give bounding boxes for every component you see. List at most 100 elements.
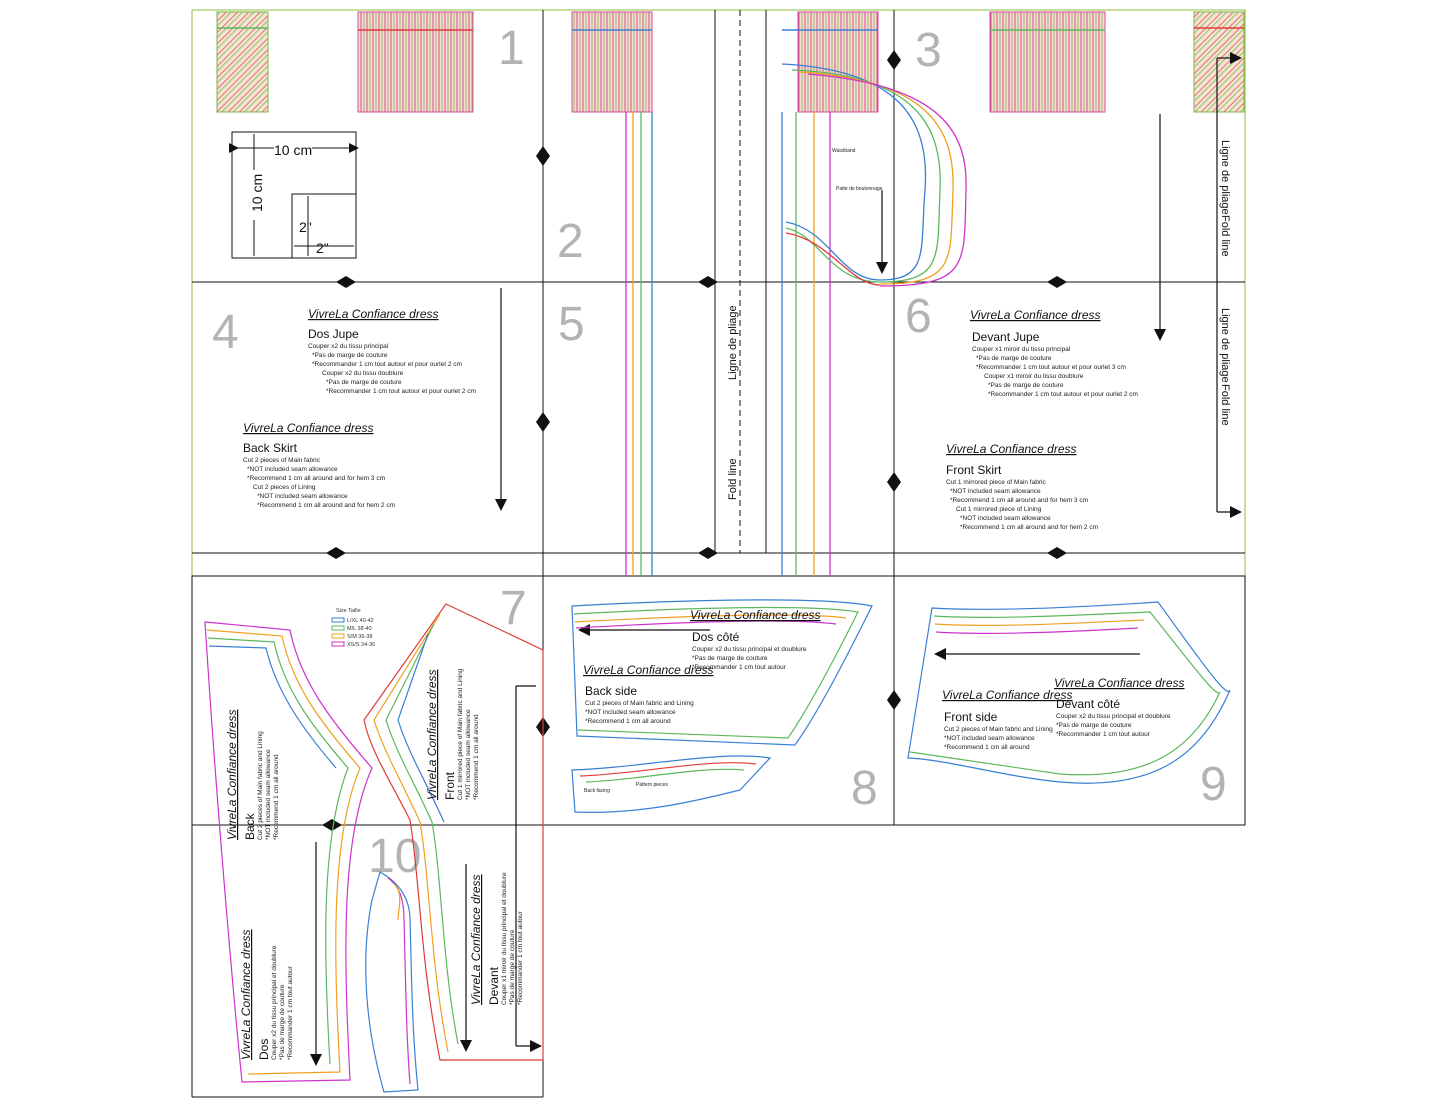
size-legend-entry-4: XS/S 34-36 [347,642,375,648]
front-side-line-2: *NOT included seam allowance [944,735,1035,742]
alignment-diamonds [322,50,1067,831]
devant-title: Devant [487,966,501,1005]
label-devant-jupe: VivreLa Confiance dress Devant Jupe Coup… [970,308,1138,398]
front-brand: VivreLa Confiance dress [425,669,439,800]
back-brand: VivreLa Confiance dress [225,709,239,840]
front-side-title: Front side [944,710,998,724]
devant-jupe-brand: VivreLa Confiance dress [970,308,1101,322]
front-bodice-piece [363,603,544,1061]
front-skirt-line-5: *NOT included seam allowance [960,515,1051,522]
fold-label-fr-center: Ligne de pliage [727,305,739,380]
front-side-piece [907,601,1231,784]
dos-line-3: *Recommander 1 cm tout autour [287,965,294,1060]
back-skirt-line-1: Cut 2 pieces of Main fabric [243,457,321,464]
back-skirt-line-6: *Recommend 1 cm all around and for hem 2… [257,502,395,509]
scale-cm-vertical-label: 10 cm [249,174,265,212]
front-skirt-line-3: *Recommend 1 cm all around and for hem 3… [950,497,1088,504]
front-line-3: *Recommend 1 cm all around [473,714,480,800]
dos-jupe-title: Dos Jupe [308,327,359,341]
front-line-1: Cut 1 mirrored piece of Main fabric and … [457,668,464,800]
back-skirt-line-4: Cut 2 pieces of Lining [253,484,316,491]
dos-cote-line-1: Couper x2 du tissu principal et doublure [692,646,807,653]
page-number-3: 3 [915,24,942,77]
dos-jupe-line-5: *Pas de marge de couture [326,379,402,386]
page-number-2: 2 [557,215,584,268]
back-bodice-piece [204,621,373,1083]
fold-label-en-mid: Fold line [1219,384,1231,426]
dos-jupe-brand: VivreLa Confiance dress [308,307,439,321]
front-skirt-line-1: Cut 1 mirrored piece of Main fabric [946,479,1046,486]
front-skirt-title: Front Skirt [946,463,1002,477]
dos-jupe-line-4: Couper x2 du tissu doublure [322,370,404,377]
devant-jupe-title: Devant Jupe [972,330,1040,344]
scale-in-vertical-label: 2" [299,219,312,235]
label-front: VivreLa Confiance dress Front Cut 1 mirr… [425,668,480,800]
devant-cote-line-2: *Pas de marge de couture [1056,722,1132,729]
back-line-2: *NOT included seam allowance [265,749,272,840]
dos-cote-title: Dos côté [692,630,740,644]
page-number-6: 6 [905,290,932,343]
devant-brand: VivreLa Confiance dress [469,874,483,1005]
scale-cm-label: 10 cm [274,142,312,158]
page-number-7: 7 [500,582,527,635]
label-back: VivreLa Confiance dress Back Cut 2 piece… [225,709,280,840]
fold-label-fr-mid: Ligne de pliage [1219,308,1231,383]
size-legend-entry-2: M/L 38-40 [347,626,372,632]
devant-jupe-line-4: Couper x1 miroir du tissu doublure [984,373,1084,380]
facing-piece [365,871,419,1093]
devant-jupe-line-6: *Recommander 1 cm tout autour et pour ou… [988,391,1138,398]
fold-label-en-top: Fold line [1219,215,1231,257]
devant-cote-line-1: Couper x2 du tissu principal et doublure [1056,713,1171,720]
front-skirt-line-6: *Recommend 1 cm all around and for hem 2… [960,524,1098,531]
label-front-side: VivreLa Confiance dress Front side Cut 2… [942,688,1073,751]
label-front-skirt: VivreLa Confiance dress Front Skirt Cut … [946,442,1098,531]
label-dos-jupe: VivreLa Confiance dress Dos Jupe Couper … [308,307,476,395]
label-dos: VivreLa Confiance dress Dos Couper x2 du… [239,929,294,1060]
fold-label-en-center: Fold line [727,458,739,500]
dos-cote-brand: VivreLa Confiance dress [690,608,821,622]
label-devant: VivreLa Confiance dress Devant Couper x1… [469,872,524,1005]
small-piece-label-2: Patte de boutonnage [836,186,883,192]
size-legend-entry-3: S/M 36-38 [347,634,372,640]
dos-jupe-line-6: *Recommander 1 cm tout autour et pour ou… [326,388,476,395]
back-skirt-line-3: *Recommend 1 cm all around and for hem 3… [247,475,385,482]
page-number-5: 5 [558,298,585,351]
size-legend-title: Size Taille [336,608,361,614]
grainline-arrows [310,52,1242,1066]
front-side-line-3: *Recommend 1 cm all around [944,744,1030,751]
front-side-line-1: Cut 2 pieces of Main fabric and Lining [944,726,1053,733]
page-number-8: 8 [851,762,878,815]
back-side-title: Back side [585,684,637,698]
dos-jupe-line-2: *Pas de marge de couture [312,352,388,359]
small-piece-label-4: Back facing [584,788,610,794]
back-skirt-title: Back Skirt [243,441,298,455]
small-piece-label-3: Pattern pieces [636,782,668,788]
label-back-side: VivreLa Confiance dress Back side Cut 2 … [583,663,714,725]
fold-label-fr-top: Ligne de pliage [1219,140,1231,215]
small-piece-label-1: Waistband [832,148,856,154]
label-devant-cote: VivreLa Confiance dress Devant côté Coup… [1054,676,1185,738]
devant-jupe-line-5: *Pas de marge de couture [988,382,1064,389]
dos-brand: VivreLa Confiance dress [239,929,253,1060]
front-side-brand: VivreLa Confiance dress [942,688,1073,702]
back-line-1: Cut 2 pieces of Main fabric and Lining [257,731,264,840]
label-back-skirt: VivreLa Confiance dress Back Skirt Cut 2… [243,421,395,509]
fold-line-labels: Ligne de pliage Fold line Ligne de pliag… [727,140,1231,500]
front-line-2: *NOT included seam allowance [465,709,472,800]
back-title: Back [243,812,257,840]
devant-jupe-line-2: *Pas de marge de couture [976,355,1052,362]
front-skirt-line-4: Cut 1 mirrored piece of Lining [956,506,1042,513]
back-side-brand: VivreLa Confiance dress [583,663,714,677]
pocket-piece [781,63,967,287]
dos-title: Dos [257,1039,271,1060]
dos-cote-line-3: *Recommander 1 cm tout autour [692,664,787,671]
page-grid [191,9,1246,1098]
back-side-piece [571,599,873,746]
page-number-4: 4 [212,306,239,359]
page-numbers: 1 2 3 4 5 6 7 8 9 10 [212,22,1227,883]
front-skirt-brand: VivreLa Confiance dress [946,442,1077,456]
scale-in-label: 2" [316,240,329,256]
devant-cote-line-3: *Recommander 1 cm tout autour [1056,731,1151,738]
back-side-line-3: *Recommend 1 cm all around [585,718,671,725]
devant-line-3: *Recommander 1 cm tout autour [517,910,524,1005]
